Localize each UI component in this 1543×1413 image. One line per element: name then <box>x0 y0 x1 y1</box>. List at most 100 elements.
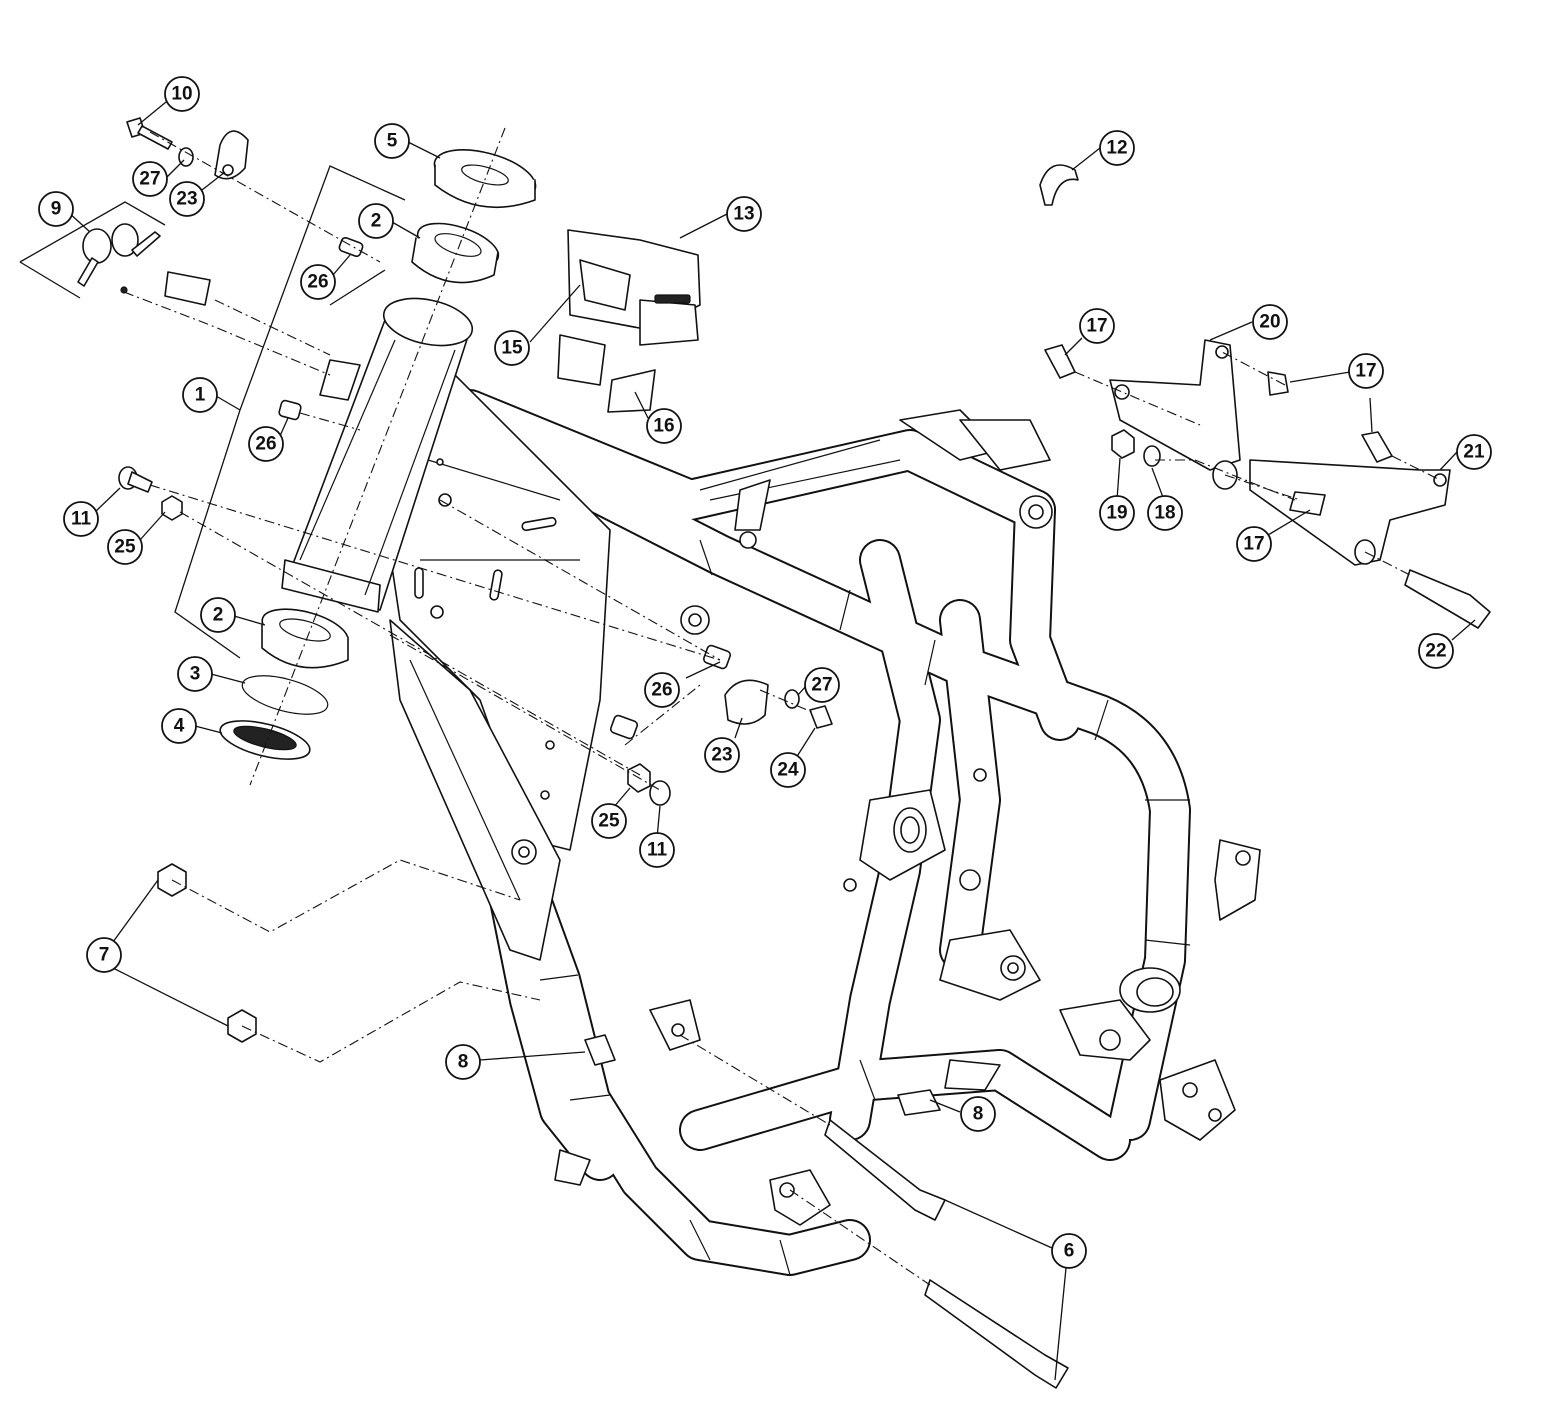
connector-part-13 <box>567 229 701 346</box>
callout-label: 15 <box>501 338 523 359</box>
bolt-part-6b <box>924 1279 1069 1389</box>
lower-bearing-part <box>261 608 349 669</box>
callout-label: 24 <box>777 760 799 781</box>
callout-22: 22 <box>1418 633 1454 669</box>
callout-label: 1 <box>195 385 206 406</box>
callout-label: 11 <box>71 509 92 530</box>
callout-label: 23 <box>176 189 197 210</box>
callout-label: 27 <box>139 169 160 190</box>
bushing-part-26a <box>338 236 364 258</box>
callout-15: 15 <box>494 330 530 366</box>
callout-label: 8 <box>458 1052 469 1073</box>
bolt-part-17d <box>1289 491 1326 516</box>
callout-24: 24 <box>770 752 806 788</box>
callout-label: 7 <box>99 945 110 966</box>
o-ring-part <box>241 675 329 715</box>
group-brackets <box>19 165 406 659</box>
callout-label: 5 <box>387 131 398 152</box>
callout-label: 10 <box>171 84 192 105</box>
callout-25: 25 <box>107 529 143 565</box>
callout-label: 17 <box>1355 361 1376 382</box>
steering-head <box>281 297 474 613</box>
callout-26: 26 <box>644 672 680 708</box>
bracket-part-8c <box>944 1059 1001 1091</box>
callout-5: 5 <box>374 123 410 159</box>
callout-label: 20 <box>1259 312 1280 333</box>
callout-23: 23 <box>704 737 740 773</box>
assembly-lines <box>123 131 1441 1286</box>
callout-label: 21 <box>1463 442 1485 463</box>
callout-3: 3 <box>177 656 213 692</box>
callout-27: 27 <box>132 161 168 197</box>
bolt-part-11b <box>649 780 671 806</box>
callout-label: 6 <box>1064 1241 1075 1262</box>
clip-part-8b <box>897 1089 941 1116</box>
leader-lines <box>67 101 1476 1381</box>
callout-label: 22 <box>1425 641 1446 662</box>
callout-8: 8 <box>445 1044 481 1080</box>
callout-label: 25 <box>598 811 620 832</box>
clamp-part-23b <box>724 679 769 725</box>
callout-label: 12 <box>1106 138 1127 159</box>
callout-10: 10 <box>164 76 200 112</box>
cover-part-16 <box>607 369 656 413</box>
bushing-part-26b <box>278 399 302 421</box>
cable-tie-part-12 <box>1039 164 1079 206</box>
callout-label: 23 <box>711 745 732 766</box>
callout-label: 2 <box>371 211 382 232</box>
key-set-part <box>77 223 161 287</box>
callout-27: 27 <box>804 667 840 703</box>
callout-label: 3 <box>190 664 201 685</box>
callout-12: 12 <box>1099 130 1135 166</box>
bolt-part-10 <box>126 117 173 150</box>
cover-part-15 <box>557 334 606 386</box>
callout-13: 13 <box>726 196 762 232</box>
upper-bearing-part <box>411 222 500 284</box>
bolt-part-24 <box>809 705 833 729</box>
callout-label: 18 <box>1154 503 1175 524</box>
main-frame <box>369 359 1261 1276</box>
bracket-part-20 <box>1109 339 1241 471</box>
callout-23: 23 <box>169 181 205 217</box>
nut-part-19 <box>1111 429 1135 459</box>
bushing-part-26d <box>609 714 639 740</box>
washer-part-18 <box>1143 445 1161 467</box>
lock-cylinder-part <box>164 271 211 306</box>
callout-label: 9 <box>51 199 62 220</box>
callout-label: 16 <box>653 416 674 437</box>
washer-part-27b <box>784 689 800 709</box>
callout-label: 4 <box>174 716 185 737</box>
callout-21: 21 <box>1456 434 1492 470</box>
callout-label: 26 <box>651 680 672 701</box>
dust-cover-part <box>433 149 537 209</box>
callout-17: 17 <box>1079 308 1115 344</box>
callout-25: 25 <box>591 803 627 839</box>
callout-16: 16 <box>646 408 682 444</box>
callout-17: 17 <box>1348 353 1384 389</box>
bolt-part-17c <box>1361 431 1393 463</box>
callout-label: 17 <box>1243 534 1264 555</box>
callout-6: 6 <box>1051 1233 1087 1269</box>
callout-20: 20 <box>1252 304 1288 340</box>
callout-18: 18 <box>1147 495 1183 531</box>
callout-11: 11 <box>63 501 99 537</box>
nut-part-25a <box>161 495 183 521</box>
callout-11: 11 <box>639 832 675 868</box>
callout-label: 26 <box>307 272 328 293</box>
callout-label: 17 <box>1086 316 1107 337</box>
callout-8: 8 <box>960 1096 996 1132</box>
seal-part <box>219 720 311 760</box>
callout-label: 2 <box>213 605 224 626</box>
callout-label: 26 <box>255 434 276 455</box>
bolt-part-6a <box>824 1119 946 1221</box>
bushing-part-26c <box>702 644 732 670</box>
clip-part-8a <box>584 1034 616 1066</box>
callout-26: 26 <box>248 426 284 462</box>
callout-19: 19 <box>1099 495 1135 531</box>
callout-7: 7 <box>86 937 122 973</box>
callout-2: 2 <box>200 597 236 633</box>
callout-label: 13 <box>733 204 754 225</box>
clamp-part-23 <box>214 130 249 180</box>
bolt-part-17b <box>1267 371 1289 396</box>
